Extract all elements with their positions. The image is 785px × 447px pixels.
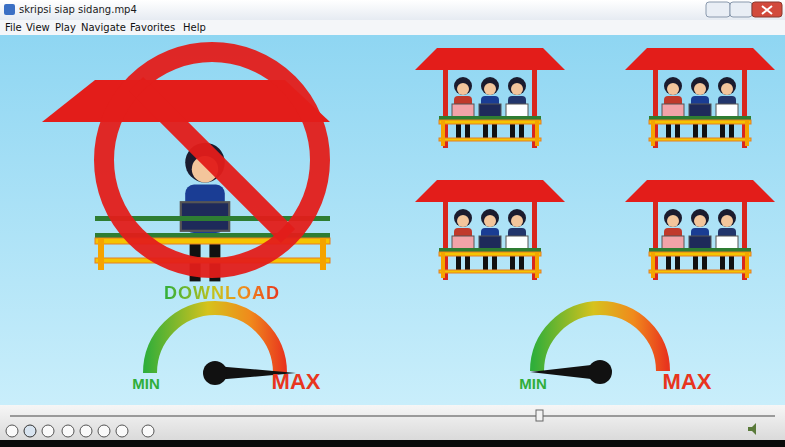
menu-bar [0, 20, 785, 35]
minimize-button [706, 2, 730, 17]
hut [625, 48, 775, 148]
hut [415, 48, 565, 148]
skip-button [116, 425, 128, 437]
bench-leg [320, 238, 326, 270]
prohibition-slash [136, 84, 288, 236]
hut [415, 180, 565, 280]
control-bar [0, 405, 785, 440]
menu-item: Play [55, 23, 76, 33]
play-button [6, 425, 18, 437]
menu-item: Navigate [81, 23, 126, 33]
gauge-min: MIN [519, 376, 547, 391]
gauge-max: MAX [663, 371, 712, 393]
playback-buttons [6, 425, 154, 437]
seek-thumb [536, 410, 543, 421]
taskbar [0, 440, 785, 447]
stop-button [42, 425, 54, 437]
video-frame [0, 35, 785, 405]
title-bar [0, 0, 785, 20]
gauge-min: MIN [132, 376, 160, 391]
seek-track [10, 415, 775, 417]
forward-button [98, 425, 110, 437]
prohibition-ring [104, 52, 320, 268]
maximize-button [730, 2, 752, 17]
close-glyph [762, 6, 772, 14]
gauge-hub [588, 360, 612, 384]
gauge-hub [203, 361, 227, 385]
close-button [752, 2, 782, 17]
gauge-max: MAX [272, 371, 321, 393]
menu-item: File [5, 23, 22, 33]
rewind-button [80, 425, 92, 437]
volume-icon [748, 423, 756, 435]
frame-button [142, 425, 154, 437]
menu-item: View [26, 23, 50, 33]
app-icon [4, 4, 15, 15]
window-title: skripsi siap sidang.mp4 [19, 5, 137, 15]
skip-button [62, 425, 74, 437]
bench-leg [98, 238, 104, 270]
download-heading: DOWNLOAD [164, 284, 280, 302]
menu-item: Help [183, 23, 206, 33]
menu-item: Favorites [130, 23, 175, 33]
pause-button [24, 425, 36, 437]
hut [625, 180, 775, 280]
